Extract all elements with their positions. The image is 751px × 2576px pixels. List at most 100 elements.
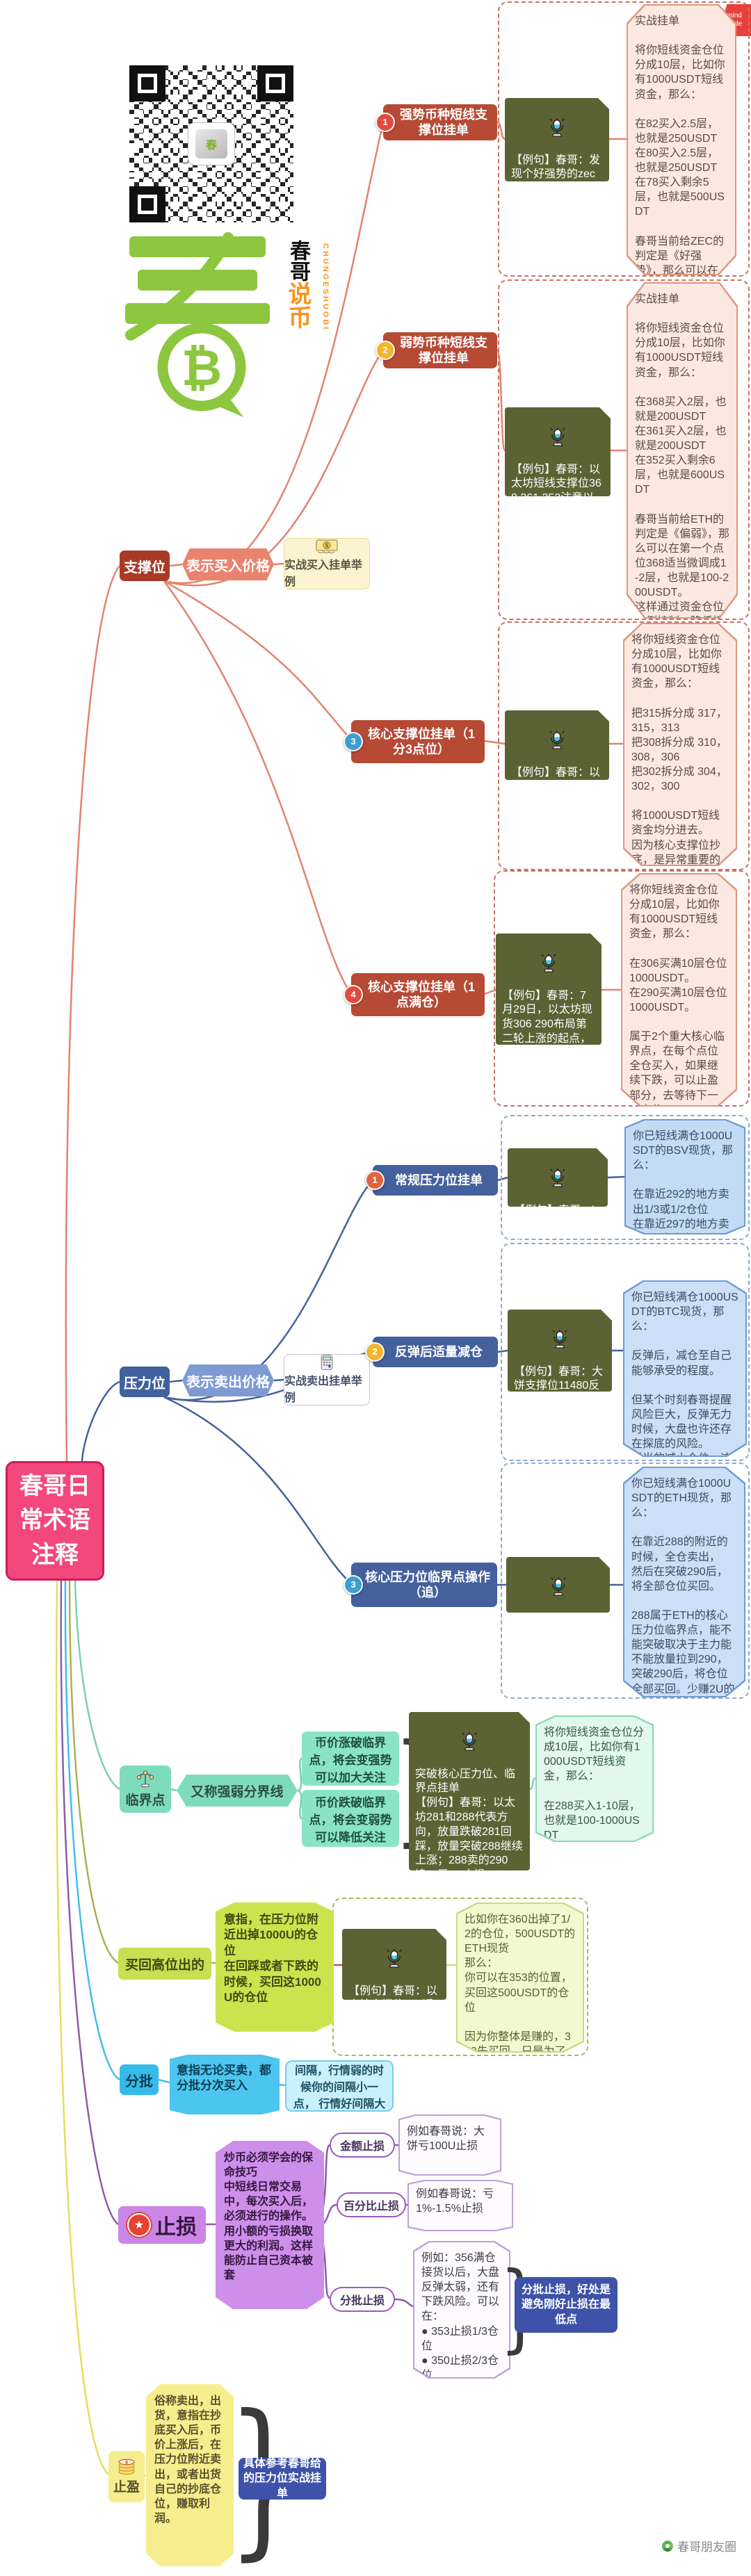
support-meaning[interactable]: 表示买入价格 xyxy=(182,548,274,580)
number-badge: 1 xyxy=(365,1171,385,1190)
example-card-3[interactable]: 【例句】春哥：以太坊315-308-302全部资金满仓 xyxy=(505,710,609,807)
pressure-item-3[interactable]: 3 核心压力位临界点操作（追） xyxy=(344,1563,497,1607)
microphone-icon xyxy=(385,1949,403,1968)
detail-text: 比如你在360出掉了1/2的仓位，500USDT的ETH现货 那么： 你可以在3… xyxy=(465,1914,576,2073)
support-item-1[interactable]: 1 强势币种短线支撑位挂单 xyxy=(376,104,497,140)
stop-loss-definition[interactable]: 炒币必须学会的保命技巧 中短线日常交易中，每次买入后，必须进行的操作。用小额的亏… xyxy=(216,2141,324,2309)
example-text: 例如春哥说：大饼亏100U止损 xyxy=(407,2126,485,2153)
support-item-3-label: 核心支撑位挂单（1分3点位） xyxy=(367,726,475,757)
branch-take-profit[interactable]: $ 止盈 xyxy=(108,2451,145,2502)
critical-alias[interactable]: 又称强弱分界线 xyxy=(177,1775,298,1807)
example-card-2[interactable]: 【例句】春哥：以太坊短线支撑位368 361 352注意以太坊的支撑位距离很远 xyxy=(505,407,611,533)
group-boundary xyxy=(501,1462,750,1699)
support-item-3[interactable]: 3 核心支撑位挂单（1分3点位） xyxy=(344,720,485,763)
support-example-group[interactable]: $ 实战买入挂单举例 xyxy=(284,538,370,589)
detail-note-3[interactable]: 将你短线资金仓位分成10层，比如你有1000USDT短线资金，那么： 把315拆… xyxy=(623,623,737,866)
example-text: 【例句】春哥：以太坊短线支撑位368 361 352注意以太坊的支撑位距离很远 xyxy=(511,463,601,533)
qr-center-logo: 春 xyxy=(188,122,235,165)
banknote-icon: $ xyxy=(316,539,338,553)
pressure-example-group[interactable]: 实战卖出挂单举例 xyxy=(284,1354,370,1405)
brand-title-black: 春哥 xyxy=(286,240,309,282)
pressure-item-1[interactable]: 1 常规压力位挂单 xyxy=(365,1165,498,1196)
buyback-definition[interactable]: 意指，在压力位附近出掉1000U的仓位 在回踩或者下跌的时候，买回这1000U的… xyxy=(216,1902,334,2032)
moments-icon xyxy=(662,2540,673,2552)
critical-detail-note[interactable]: 将你短线资金仓位分成10层，比如你有1000USDT短线资金，那么： 在288买… xyxy=(535,1715,654,1842)
support-example-group-label: 实战买入挂单举例 xyxy=(284,560,363,588)
detail-note-4[interactable]: 将你短线资金仓位分成10层，比如你有1000USDT短线资金，那么： 在306买… xyxy=(621,873,737,1107)
detail-note-7[interactable]: 你已短线满仓1000USDT的ETH现货，那么： 在靠近288的附近的时候，全仓… xyxy=(623,1467,745,1697)
stop-loss-sub-2-example[interactable]: 例如春哥说：亏1%-1.5%止损 xyxy=(407,2180,513,2231)
stop-loss-sub-1-example[interactable]: 例如春哥说：大饼亏100U止损 xyxy=(398,2114,501,2176)
example-text: 【例句】春哥：大饼支撑位11480反弹后减仓，不入场新资金，等大跌 xyxy=(514,1365,604,1421)
branch-stop-loss[interactable]: ★ 止损 xyxy=(118,2206,206,2244)
example-text: 【例句】春哥：288卖的290追亏2u止损 xyxy=(512,1613,603,1654)
take-profit-note[interactable]: 具体参考春哥给的压力位实战挂单 xyxy=(239,2458,326,2500)
pressure-item-2-label: 反弹后适量减仓 xyxy=(395,1344,483,1359)
support-item-2-label: 弱势币种短线支撑位挂单 xyxy=(400,335,487,366)
buyback-example-card[interactable]: 【例句】春哥：以太坊支撑位353适合高位出的，349入场 xyxy=(342,1929,446,2040)
definition-text: 意指，在压力位附近出掉1000U的仓位 在回踩或者下跌的时候，买回这1000U的… xyxy=(224,1913,321,2005)
example-card-6[interactable]: 【例句】春哥：大饼支撑位11480反弹后减仓，不入场新资金，等大跌 xyxy=(508,1310,612,1421)
branch-batches[interactable]: 分批 xyxy=(120,2064,159,2095)
pressure-meaning[interactable]: 表示卖出价格 xyxy=(182,1364,274,1396)
stop-loss-note[interactable]: 分批止损，好处是避免刚好止损在最低点 xyxy=(515,2277,617,2333)
group-boundary xyxy=(494,870,750,1107)
buyback-detail-note[interactable]: 比如你在360出掉了1/2的仓位，500USDT的ETH现货 那么： 你可以在3… xyxy=(456,1902,584,2053)
critical-down-note[interactable]: 币价跌破临界点，将会变弱势可以降低关注 xyxy=(302,1790,399,1847)
stop-loss-sub-3[interactable]: 分批止损 xyxy=(330,2287,395,2312)
brand-title-orange: 说币 xyxy=(284,282,311,329)
detail-text: 将你短线资金仓位分成10层，比如你有1000USDT短线资金，那么： 在306买… xyxy=(629,884,727,1116)
brand-logo: ₿ xyxy=(125,232,270,417)
stop-loss-sub-3-example[interactable]: 例如：356满仓接货以后，大盘反弹太弱，还有下跌风险。可以在： ● 353止损1… xyxy=(413,2241,510,2379)
example-card-1[interactable]: 【例句】春哥：发现个好强势的zec支撑位82 80 78短线打满亏2u止损 xyxy=(505,98,609,209)
batches-definition[interactable]: 意指无论买卖，都分批分次买入 xyxy=(170,2055,280,2114)
example-text: 【例句】春哥：以太坊315-308-302全部资金满仓 xyxy=(511,766,601,808)
footer-credit: 春哥朋友圈 xyxy=(662,2537,736,2554)
take-profit-definition[interactable]: 俗称卖出，出货，意指在抄底买入后，币价上涨后，在压力位附近卖出，或者出货自己的抄… xyxy=(146,2384,234,2566)
number-badge: 3 xyxy=(344,732,363,751)
support-item-1-label: 强势币种短线支撑位挂单 xyxy=(400,107,487,138)
branch-pressure[interactable]: 压力位 xyxy=(120,1367,170,1397)
qr-code: 春 xyxy=(125,61,298,227)
pressure-item-2[interactable]: 2 反弹后适量减仓 xyxy=(365,1337,498,1367)
microphone-icon xyxy=(549,1577,567,1597)
stop-loss-sub-1[interactable]: 金额止损 xyxy=(330,2133,395,2158)
microphone-icon xyxy=(549,427,567,447)
group-boundary xyxy=(501,1243,750,1461)
support-item-2[interactable]: 2 弱势币种短线支撑位挂单 xyxy=(376,332,497,368)
example-card-7[interactable]: 【例句】春哥：288卖的290追亏2u止损 xyxy=(506,1557,610,1654)
detail-note-2[interactable]: 实战挂单 将你短线资金仓位分成10层，比如你有1000USDT短线资金，那么： … xyxy=(627,282,738,619)
root-node[interactable]: 春哥日 常术语 注释 xyxy=(6,1461,104,1581)
example-card-5[interactable]: 【例句】春哥：bch压力位292 297出 xyxy=(508,1148,608,1245)
number-badge: 3 xyxy=(344,1575,363,1595)
branch-support[interactable]: 支撑位 xyxy=(120,551,170,581)
brand-vertical-title: 春哥说币 xyxy=(281,240,315,400)
batches-detail-note[interactable]: 间隔，行情弱的时候你的间隔小一点， 行情好间隔大 xyxy=(285,2060,394,2112)
svg-text:$: $ xyxy=(325,543,329,549)
critical-up-note[interactable]: 币价涨破临界点，将会变强势可以加大关注 xyxy=(302,1731,399,1786)
detail-note-5[interactable]: 你已短线满仓1000USDT的BSV现货，那么： 在靠近292的地方卖出1/3或… xyxy=(624,1119,745,1234)
critical-label: 临界点 xyxy=(125,1793,165,1808)
detail-note-1[interactable]: 实战挂单 将你短线资金仓位分成10层，比如你有1000USDT短线资金，那么： … xyxy=(627,4,736,275)
critical-example-card[interactable]: 突破核心压力位、临界点挂单 【例句】春哥：以太坊281和288代表方向，放量跌破… xyxy=(409,1712,530,1881)
detail-note-6[interactable]: 你已短线满仓1000USDT的BTC现货，那么： 反弹后，减仓至自己能够承受的程… xyxy=(623,1280,747,1457)
branch-critical[interactable]: 临界点 xyxy=(120,1766,171,1813)
detail-text: 实战挂单 将你短线资金仓位分成10层，比如你有1000USDT短线资金，那么： … xyxy=(635,15,725,291)
group-boundary xyxy=(498,1,750,277)
definition-text: 俗称卖出，出货，意指在抄底买入后，币价上涨后，在压力位附近卖出，或者出货自己的抄… xyxy=(154,2395,222,2525)
microphone-icon xyxy=(460,1732,478,1752)
example-text: 例如：356满仓接货以后，大盘反弹太弱，还有下跌风险。可以在： ● 353止损1… xyxy=(421,2252,500,2411)
detail-text: 你已短线满仓1000USDT的BTC现货，那么： 反弹后，减仓至自己能够承受的程… xyxy=(631,1291,738,1465)
pressure-item-1-label: 常规压力位挂单 xyxy=(395,1173,483,1187)
definition-text: 意指无论买卖，都分批分次买入 xyxy=(177,2064,271,2093)
example-text: 【例句】春哥：以太坊支撑位353适合高位出的，349入场 xyxy=(348,1984,438,2040)
example-text: 【例句】春哥：7月29日，以太坊现货306 290布局第二轮上涨的起点，这两个点… xyxy=(502,989,592,1089)
branch-buyback[interactable]: 买回高位出的 xyxy=(118,1948,211,1980)
support-item-4[interactable]: 4 核心支撑位挂单（1点满仓） xyxy=(344,973,485,1016)
svg-text:$: $ xyxy=(125,2460,128,2465)
example-text: 【例句】春哥：发现个好强势的zec支撑位82 80 78短线打满亏2u止损 xyxy=(511,154,601,209)
microphone-icon xyxy=(540,954,558,973)
stop-loss-sub-2[interactable]: 百分比止损 xyxy=(337,2192,406,2217)
number-badge: 2 xyxy=(365,1342,385,1362)
example-card-4[interactable]: 【例句】春哥：7月29日，以太坊现货306 290布局第二轮上涨的起点，这两个点… xyxy=(496,934,601,1088)
